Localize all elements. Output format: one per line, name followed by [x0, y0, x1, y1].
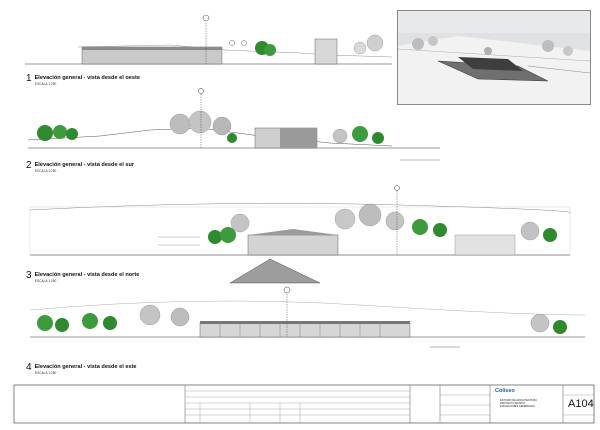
- elevation-1-drawing: [25, 15, 393, 65]
- title-block: ESTUDIO DE ARQUITECTURA PROYECTO BASICO …: [0, 381, 600, 425]
- elevation-2-title-text: Elevación general - vista desde el sur: [34, 162, 135, 168]
- elevation-2-scale: ESCALA 1:250: [35, 169, 57, 173]
- elevation-1-scale: ESCALA 1:250: [35, 82, 57, 86]
- elevation-2-drawing: [27, 88, 440, 161]
- project-lines: ESTUDIO DE ARQUITECTURA PROYECTO BASICO …: [500, 399, 537, 408]
- title-block-grid: [13, 384, 595, 424]
- elevation-4-number: 4: [26, 362, 32, 373]
- elevation-3-drawing: [29, 185, 571, 284]
- project-line: ESTUDIO DE ARQUITECTURA: [500, 399, 537, 402]
- site-render-image: [398, 11, 590, 104]
- elevation-4-title-text: Elevación general - vista desde el este: [34, 364, 137, 370]
- elevation-4-scale: ESCALA 1:250: [35, 371, 57, 375]
- elevation-3-scale: ESCALA 1:250: [35, 279, 57, 283]
- project-line: ELEVACIONES GENERALES: [500, 405, 535, 408]
- elevation-2-number: 2: [26, 160, 32, 171]
- site-render: [397, 10, 591, 105]
- project-line: PROYECTO BASICO: [500, 402, 526, 405]
- elevation-3-number: 3: [26, 270, 32, 281]
- elevation-4-drawing: [29, 286, 586, 348]
- sheet-number: A104: [568, 398, 594, 410]
- elevation-1-title-text: Elevación general - vista desde el oeste: [34, 75, 140, 81]
- company-logo: Coliseo: [495, 388, 515, 394]
- elevation-1-number: 1: [26, 73, 32, 84]
- elevation-3-title-text: Elevación general - vista desde el norte: [34, 272, 140, 278]
